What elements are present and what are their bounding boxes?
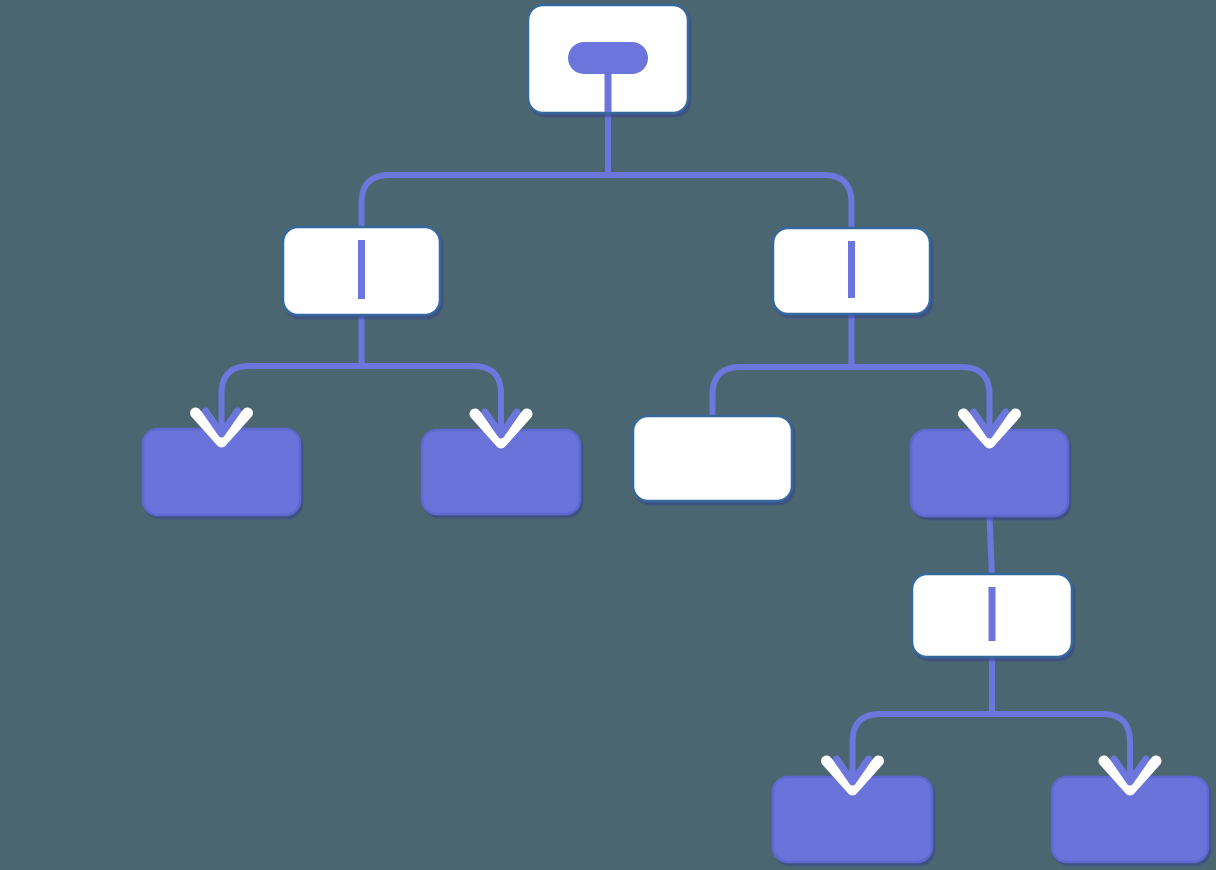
arrow-casing xyxy=(821,755,884,796)
root-pill-icon xyxy=(568,42,648,74)
arrow-head xyxy=(481,408,521,439)
connector-branch-left-to-leaf-left-2 xyxy=(358,315,504,434)
arrow-layer xyxy=(190,407,1162,796)
connector-layer xyxy=(218,113,1133,781)
arrow-head xyxy=(202,407,241,438)
arrow-head xyxy=(1110,755,1150,786)
node-box[interactable] xyxy=(631,414,794,503)
connector-root-to-branch-right xyxy=(605,113,855,232)
arrow-casing xyxy=(1098,755,1162,796)
node-layer xyxy=(141,3,1210,864)
node-root[interactable] xyxy=(526,3,690,115)
arrow-casing xyxy=(190,407,253,448)
arrow-down-icon xyxy=(958,408,1021,449)
connector-branch-bottom-to-leaf-bottom-2 xyxy=(989,657,1133,781)
node-branch-bottom[interactable] xyxy=(910,572,1074,659)
node-node-plain[interactable] xyxy=(631,414,794,503)
arrow-down-icon xyxy=(821,755,884,796)
arrow-down-icon xyxy=(1098,755,1162,796)
connector-leaf-right-to-branch-bottom xyxy=(986,515,995,579)
node-branch-left[interactable] xyxy=(281,225,442,317)
connector-branch-bottom-to-leaf-bottom-1 xyxy=(849,657,995,781)
arrow-casing xyxy=(958,408,1021,449)
arrow-head xyxy=(970,408,1009,439)
connector-root-to-branch-left xyxy=(358,113,611,231)
arrow-casing xyxy=(469,408,533,449)
connector-branch-right-to-leaf-right xyxy=(848,314,993,434)
arrow-down-icon xyxy=(469,408,533,449)
arrow-head xyxy=(833,755,872,786)
connector-branch-right-to-node-plain xyxy=(709,314,855,420)
node-branch-right[interactable] xyxy=(771,226,932,316)
connector-branch-left-to-leaf-left-1 xyxy=(218,315,365,433)
arrow-down-icon xyxy=(190,407,253,448)
